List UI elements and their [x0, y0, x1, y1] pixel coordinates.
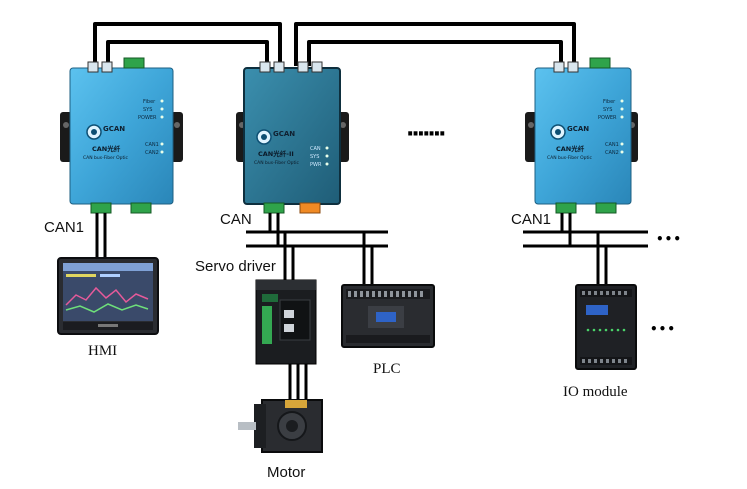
label-can-middle: CAN [220, 211, 252, 228]
fiber-port-rx2 [311, 61, 323, 73]
io-body [575, 284, 637, 370]
power-terminal [589, 57, 611, 69]
can1-terminal [555, 202, 577, 214]
hmi-device [57, 257, 159, 335]
servo-terminal [262, 306, 272, 344]
product-subtitle: CAN bus-Fiber Optic [83, 155, 129, 161]
fiber-port-tx [87, 61, 99, 73]
label-hmi: HMI [88, 343, 117, 359]
led-label-sys: SYS [310, 154, 319, 160]
led-label-power: POWER [598, 115, 617, 121]
led-label-sys: SYS [143, 107, 152, 113]
converter-body [534, 67, 632, 205]
product-name: CAN光纤-II [258, 149, 294, 158]
power-terminal [123, 57, 145, 69]
fiber-cable-right-inner [307, 40, 563, 66]
brand-text: GCAN [567, 125, 589, 133]
fiber-port-tx [553, 61, 565, 73]
led-label-sys: SYS [603, 107, 612, 113]
can-terminal [263, 202, 285, 214]
fiber-cable-left-inner [106, 40, 269, 66]
led-label-can1: CAN1 [145, 142, 159, 148]
led-label-can2: CAN2 [145, 150, 159, 156]
ellipsis-more-converters: ······· [406, 122, 445, 147]
fiber-cable-left-outer [93, 22, 282, 66]
led-label-can1: CAN1 [605, 142, 619, 148]
right-converter: GCAN CAN光纤 CAN bus-Fiber Optic Fiber SYS… [525, 57, 638, 214]
label-plc: PLC [373, 361, 401, 377]
product-subtitle: CAN bus-Fiber Optic [254, 160, 300, 166]
label-io-module: IO module [563, 384, 628, 400]
mount-ear [171, 112, 183, 162]
can2-terminal [595, 202, 617, 214]
fiber-port-rx [567, 61, 579, 73]
fiber-port-tx [259, 61, 271, 73]
label-motor: Motor [267, 464, 305, 481]
motor-device [238, 399, 323, 453]
fiber-cable-right-outer [294, 22, 576, 66]
ellipsis-more-devices: ••• [650, 322, 676, 336]
motor-shaft [238, 422, 256, 430]
fiber-port-rx [273, 61, 285, 73]
ellipsis-more-bus: ••• [656, 232, 682, 246]
led-label-can2: CAN2 [605, 150, 619, 156]
converter-body [69, 67, 174, 205]
servo-driver-device [255, 279, 317, 365]
can2-terminal [130, 202, 152, 214]
product-name: CAN光纤 [92, 144, 121, 153]
servo-display [262, 294, 278, 302]
middle-converter: GCAN CAN光纤-II CAN bus-Fiber Optic CAN SY… [236, 61, 349, 214]
hmi-screen [63, 263, 153, 321]
can1-terminal [90, 202, 112, 214]
fiber-port-rx [101, 61, 113, 73]
plc-device [341, 284, 435, 348]
product-subtitle: CAN bus-Fiber Optic [547, 155, 593, 161]
brand-text: GCAN [103, 125, 125, 133]
fiber-port-tx2 [297, 61, 309, 73]
can-bus-wiring [95, 213, 648, 400]
brand-text: GCAN [273, 130, 295, 138]
fiber-cables [93, 22, 576, 66]
led-label-can: CAN [310, 146, 321, 152]
product-name: CAN光纤 [556, 144, 585, 153]
left-converter: GCAN CAN光纤 CAN bus-Fiber Optic Fiber SYS… [60, 57, 183, 214]
mount-ear [525, 112, 537, 162]
label-servo-driver: Servo driver [195, 258, 276, 275]
io-module-device [575, 284, 637, 370]
power-terminal [299, 202, 321, 214]
led-label-power: POWER [138, 115, 157, 121]
led-label-fiber: Fiber [603, 99, 616, 105]
label-can1-left: CAN1 [44, 219, 84, 236]
label-can1-right: CAN1 [511, 211, 551, 228]
io-label-plate [586, 305, 608, 315]
led-label-pwr: PWR [310, 162, 322, 168]
plc-label-plate [376, 312, 396, 322]
converter-body [243, 67, 341, 205]
mount-ear [60, 112, 72, 162]
led-label-fiber: Fiber [143, 99, 156, 105]
